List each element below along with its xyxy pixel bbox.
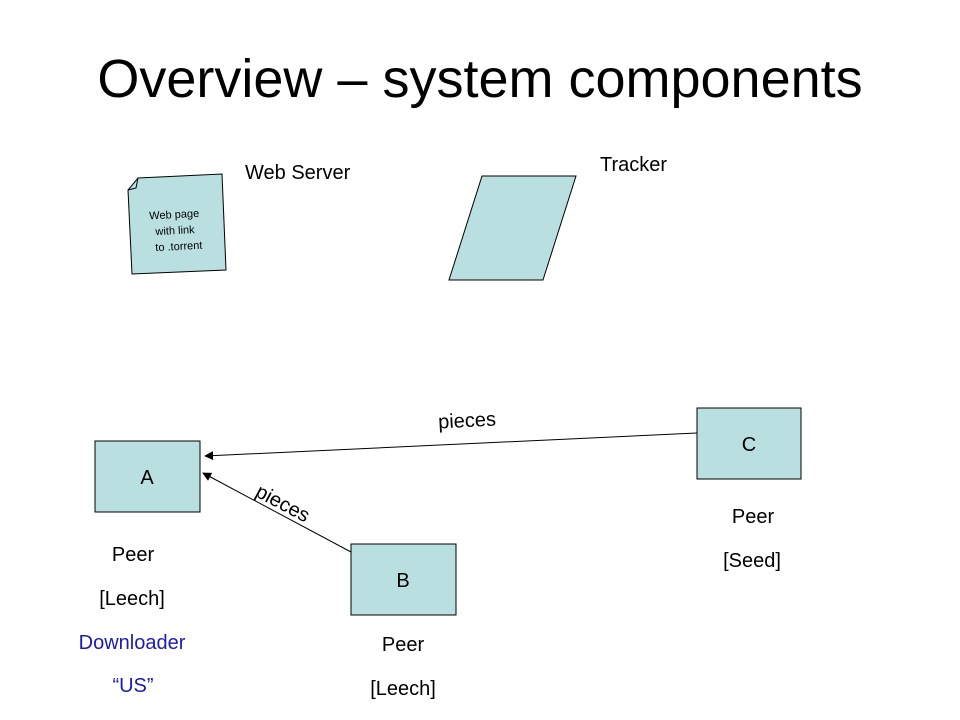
slide-title: Overview – system components [97,49,863,109]
peer-b-caption-peer: Peer [381,634,425,656]
peer-a-caption-us: “US” [112,675,154,697]
edge-label-c-to-a: pieces [438,409,497,434]
tracker-shape [448,175,577,281]
peer-c-caption-role: [Seed] [723,550,781,572]
peer-b-caption-role: [Leech] [370,678,436,700]
web-page-note-line-2: with link [154,224,195,238]
edge-label-b-to-a: pieces [252,481,313,528]
peer-a-caption-peer: Peer [111,544,155,566]
web-page-note-line-1: Web page [149,208,200,223]
arrow-c-to-a [204,432,698,461]
web-server-label: Web Server [245,162,351,184]
tracker-label: Tracker [600,154,668,176]
web-page-note-line-3: to .torrent [155,240,203,254]
peer-a-box-label: A [140,467,154,489]
peer-b-box-label: B [396,570,409,592]
arrow-b-to-a [202,472,352,553]
peer-c-caption-peer: Peer [731,506,775,528]
peer-a-box [94,440,201,513]
peer-c-box [696,407,802,480]
peer-a-caption-downloader: Downloader [78,632,186,654]
peer-c-box-label: C [742,434,756,456]
web-page-document-icon: Web page with link to .torrent [127,173,227,275]
peer-b-box [350,543,457,616]
peer-a-caption-role: [Leech] [99,588,165,610]
